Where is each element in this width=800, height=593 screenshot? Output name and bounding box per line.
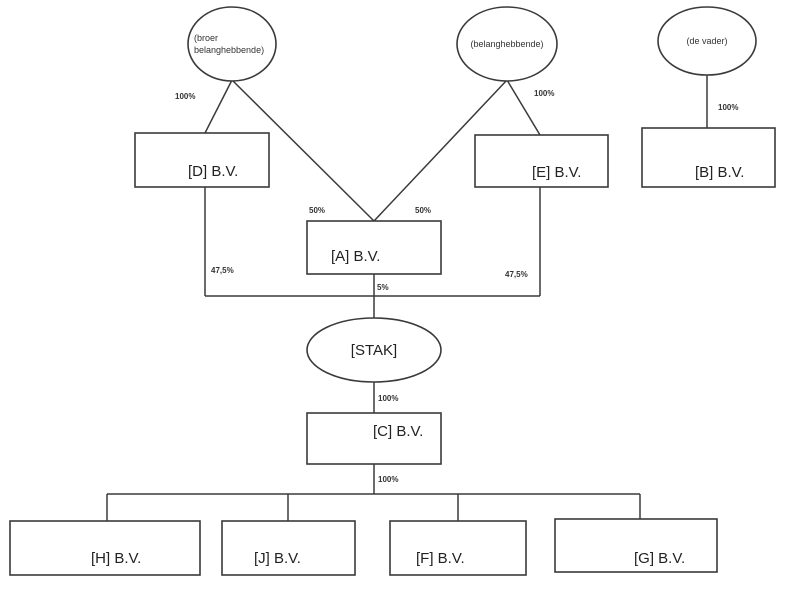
company-e: [E] B.V. bbox=[474, 134, 609, 188]
owner-de-vader: (de vader) bbox=[657, 6, 757, 76]
company-d: [D] B.V. bbox=[134, 132, 270, 188]
edge-belang-to-e bbox=[506, 79, 541, 136]
pct-e-to-stak: 47,5% bbox=[505, 270, 528, 279]
pct-d-to-stak: 47,5% bbox=[211, 266, 234, 275]
company-c-label: [C] B.V. bbox=[373, 423, 423, 440]
company-a-label: [A] B.V. bbox=[331, 248, 380, 265]
owner-broer-label-line2: belanghebbende) bbox=[194, 45, 264, 55]
edge-broer-to-d bbox=[204, 79, 233, 134]
company-j: [J] B.V. bbox=[221, 520, 356, 576]
company-g-label: [G] B.V. bbox=[634, 550, 685, 567]
owner-belanghebbende: (belanghebbende) bbox=[456, 6, 558, 82]
company-e-label: [E] B.V. bbox=[532, 164, 581, 181]
stak-label: [STAK] bbox=[351, 342, 397, 359]
company-c: [C] B.V. bbox=[306, 412, 442, 465]
pct-broer-to-d: 100% bbox=[175, 92, 195, 101]
company-b-label: [B] B.V. bbox=[695, 164, 744, 181]
pct-c-to-subs: 100% bbox=[378, 475, 398, 484]
company-h: [H] B.V. bbox=[9, 520, 201, 576]
pct-vader-to-b: 100% bbox=[718, 103, 738, 112]
company-d-label: [D] B.V. bbox=[188, 163, 238, 180]
connectors bbox=[106, 75, 708, 521]
company-h-label: [H] B.V. bbox=[91, 550, 141, 567]
company-a: [A] B.V. bbox=[306, 220, 442, 275]
percentage-labels: 100% 100% 100% 50% 50% 47,5% 47,5% 5% 10… bbox=[175, 89, 738, 484]
owner-de-vader-label: (de vader) bbox=[686, 36, 727, 46]
owner-belanghebbende-label: (belanghebbende) bbox=[470, 39, 543, 49]
company-g: [G] B.V. bbox=[554, 518, 718, 573]
company-f-label: [F] B.V. bbox=[416, 550, 465, 567]
pct-a-to-stak: 5% bbox=[377, 283, 389, 292]
pct-stak-to-c: 100% bbox=[378, 394, 398, 403]
pct-to-a-left: 50% bbox=[309, 206, 325, 215]
owner-broer-belanghebbende: (broer belanghebbende) bbox=[187, 6, 277, 82]
pct-belang-to-e: 100% bbox=[534, 89, 554, 98]
company-b: [B] B.V. bbox=[641, 127, 776, 188]
edge-belang-to-a bbox=[373, 79, 508, 222]
company-f: [F] B.V. bbox=[389, 520, 527, 576]
edge-broer-to-a bbox=[231, 79, 375, 222]
pct-to-a-right: 50% bbox=[415, 206, 431, 215]
owner-broer-label-line1: (broer bbox=[194, 33, 218, 43]
stak: [STAK] bbox=[306, 317, 442, 383]
company-j-label: [J] B.V. bbox=[254, 550, 301, 567]
